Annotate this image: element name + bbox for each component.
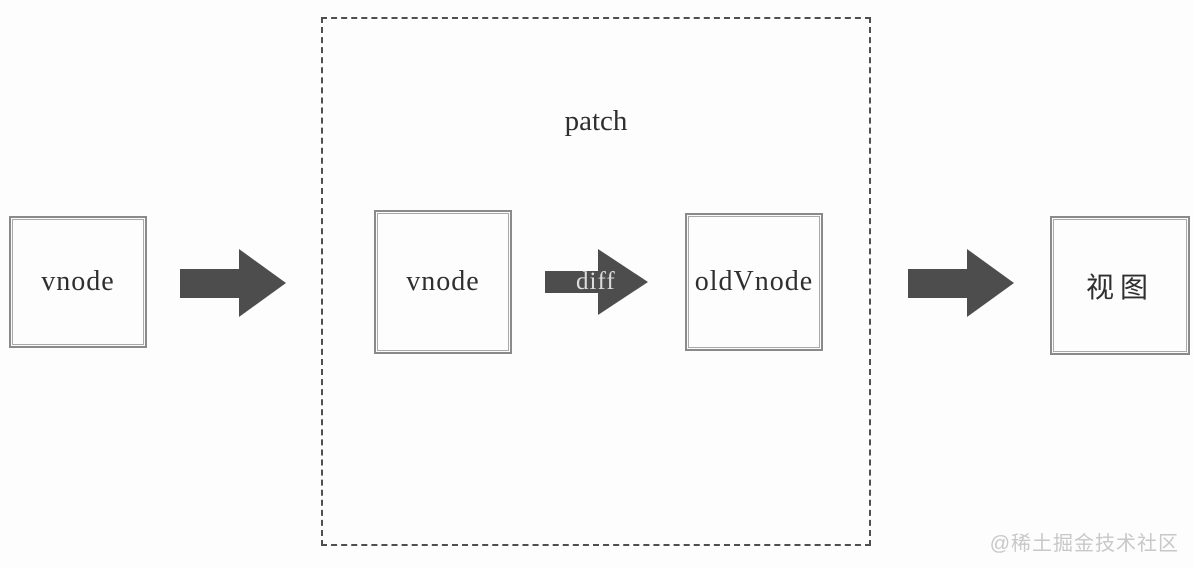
patch-container: patch vnode diff oldVnode	[321, 17, 871, 546]
oldvnode-box: oldVnode	[685, 213, 823, 351]
vnode-box-inner: vnode	[374, 210, 512, 354]
view-label: 视图	[1085, 272, 1154, 304]
arrow-head	[598, 249, 648, 315]
patch-to-view-arrow-icon	[908, 249, 1014, 317]
diff-label: diff	[576, 268, 616, 295]
arrow-shaft	[545, 271, 598, 293]
arrow-head	[239, 249, 286, 317]
vnode-box: vnode	[9, 216, 147, 348]
oldvnode-label: oldVnode	[694, 266, 814, 297]
arrow-shaft	[180, 268, 239, 298]
vnode-label: vnode	[41, 266, 115, 297]
diff-arrow-icon: diff	[545, 249, 648, 315]
vnode-inner-label: vnode	[406, 266, 480, 297]
arrow-head	[967, 249, 1014, 317]
view-box: 视图	[1050, 216, 1190, 355]
vnode-to-patch-arrow-icon	[180, 249, 286, 317]
watermark: @稀土掘金技术社区	[989, 533, 1179, 555]
patch-label: patch	[564, 105, 628, 137]
arrow-shaft	[908, 268, 967, 298]
